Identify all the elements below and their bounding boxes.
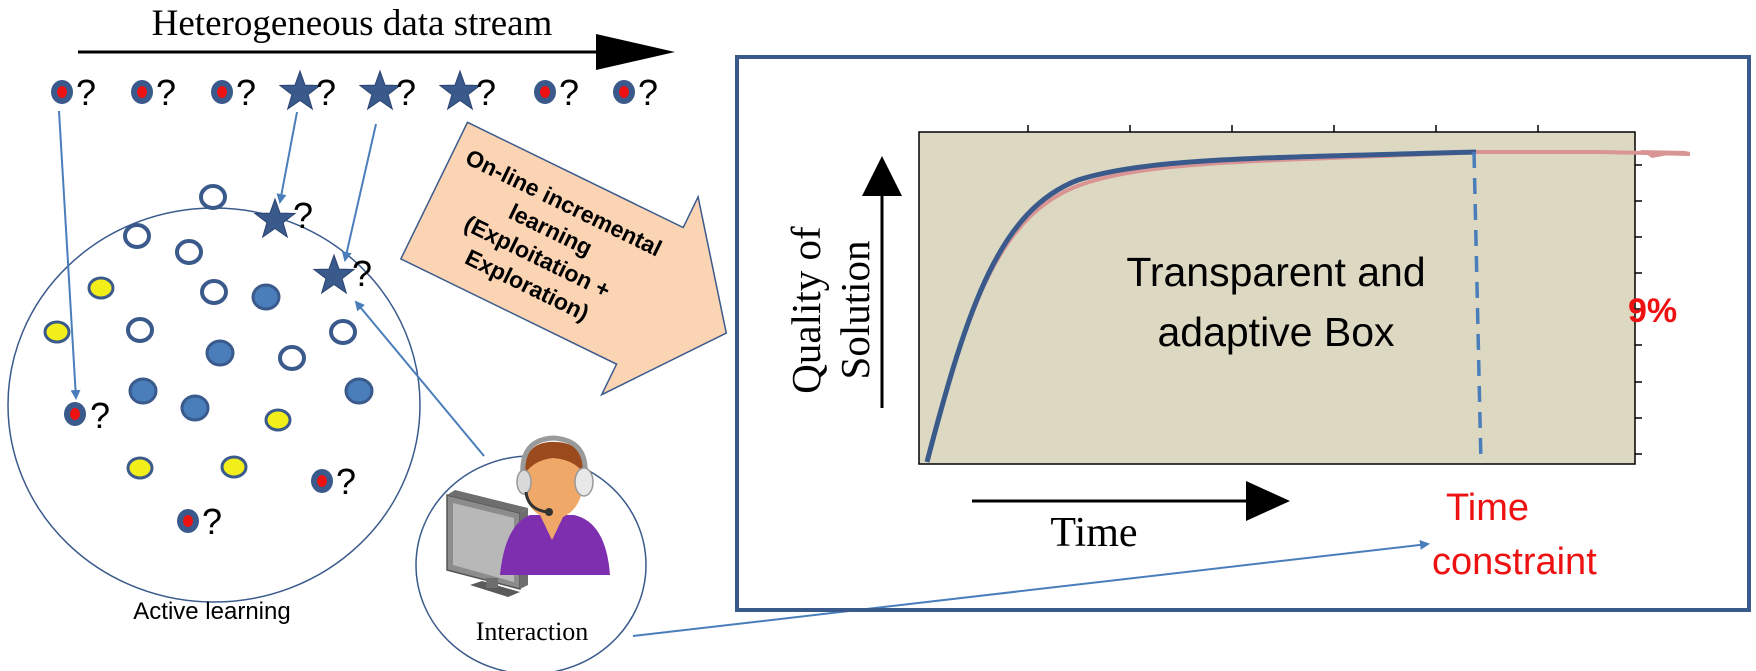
class-yellow-point-icon [220,455,248,479]
stream-query-mark: ? [559,72,579,113]
adaptive-curve [924,149,1477,463]
unlabeled-point-icon [123,223,151,249]
query-mark: ? [293,195,313,236]
class-blue-point-icon [180,394,210,422]
query-star-icon [312,253,356,295]
x-axis-arrow [972,481,1290,521]
unlabeled-point-icon [175,239,203,265]
stream-query-mark: ? [316,72,336,113]
operator-at-computer-icon [446,435,610,597]
stream-red-dot-icon [211,80,233,104]
active-learning-label: Active learning [133,598,290,625]
query-red-dot-icon [177,509,199,533]
stream-query-mark: ? [76,72,96,113]
stream-items: ???????? [51,69,658,113]
y-axis-arrow [862,156,902,408]
class-yellow-point-icon [43,320,71,344]
box-label-line-2: adaptive Box [1157,309,1395,355]
incremental-learning-callout: On-line incremental learning (Exploitati… [399,121,728,397]
unlabeled-point-icon [126,317,154,343]
class-yellow-point-icon [87,276,115,300]
stream-red-dot-icon [613,80,635,104]
curve-tail [1640,150,1690,158]
cut-off-percent: 9% [1628,292,1677,330]
y-axis-label-line-1: Quality of [783,226,829,394]
query-mark: ? [90,395,110,436]
class-blue-point-icon [251,283,281,311]
unlabeled-point-icon [278,345,306,371]
class-blue-point-icon [344,377,374,405]
stream-query-mark: ? [476,72,496,113]
interaction-label: Interaction [476,617,589,646]
unlabeled-point-icon [200,279,228,305]
stream-query-mark: ? [396,72,416,113]
class-yellow-point-icon [126,456,154,480]
time-constraint-label-line-2: constraint [1432,541,1597,583]
query-star-icon [253,197,297,239]
class-blue-point-icon [128,377,158,405]
stream-red-dot-icon [131,80,153,104]
x-axis-label: Time [1050,510,1137,556]
time-constraint-line [1472,151,1483,465]
box-label-line-1: Transparent and [1126,249,1425,295]
query-red-dot-icon [64,402,86,426]
stream-star-icon [438,69,482,111]
unlabeled-point-icon [199,184,227,210]
query-mark: ? [352,253,372,294]
interaction-arrows [354,300,1430,637]
unlabeled-point-icon [329,319,357,345]
plot-area [918,131,1636,465]
query-red-dot-icon [311,469,333,493]
stream-arrow [78,34,675,70]
time-constraint-label-line-1: Time [1446,487,1529,529]
stream-query-mark: ? [638,72,658,113]
query-mark: ? [336,461,356,502]
stream-star-icon [358,69,402,111]
stream-query-mark: ? [156,72,176,113]
stream-red-dot-icon [534,80,556,104]
stream-query-mark: ? [236,72,256,113]
stream-star-icon [278,69,322,111]
stream-red-dot-icon [51,80,73,104]
class-blue-point-icon [205,339,235,367]
cluster-points: ????? [43,184,374,542]
plot-ticks [1027,125,1642,455]
class-yellow-point-icon [264,408,292,432]
solution-panel [735,55,1751,612]
stream-title: Heterogeneous data stream [152,3,553,44]
query-mark: ? [202,501,222,542]
y-axis-label-line-2: Solution [832,241,878,380]
stream-to-cluster-arrows [58,110,377,400]
